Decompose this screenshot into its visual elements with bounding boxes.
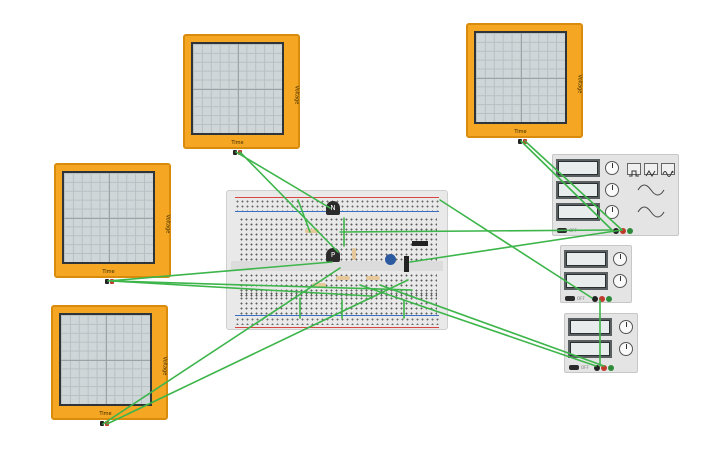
center-channel [231,261,443,271]
positive-terminal[interactable] [599,296,605,302]
oscilloscope-top-right[interactable]: Time Voltage [466,23,583,138]
resistor[interactable] [352,248,356,260]
current-knob[interactable] [613,274,627,288]
oscilloscope-screen [62,171,155,264]
rail-line-red [235,327,439,328]
time-axis-label: Time [514,129,527,135]
resistor[interactable] [336,276,350,280]
power-button[interactable] [565,296,575,301]
dc-power-supply[interactable]: OFF [560,245,632,303]
npn-transistor[interactable]: N [326,201,340,215]
positive-terminal[interactable] [601,365,607,371]
rail-line-red [235,197,439,198]
oscilloscope-screen [59,313,152,406]
voltage-display [564,250,608,268]
oscilloscope-bottom-left[interactable]: Time Voltage [51,305,168,420]
jumper-wire[interactable] [102,140,623,425]
diode[interactable] [412,241,428,246]
dc-power-supply[interactable]: OFF [564,313,638,373]
time-axis-label: Time [99,411,112,417]
off-label: OFF [577,296,585,301]
voltage-knob[interactable] [613,252,627,266]
output-terminal[interactable] [627,228,633,234]
ground-terminal[interactable] [606,296,612,302]
oscilloscope-mid-left[interactable]: Time Voltage [54,163,171,278]
frequency-display [556,159,600,177]
resistor[interactable] [366,276,380,280]
voltage-display [568,318,612,336]
oscilloscope-top-left[interactable]: Time Voltage [183,34,300,149]
probe-black-terminal[interactable] [233,150,237,155]
resistor[interactable] [305,229,319,233]
time-axis-label: Time [102,269,115,275]
current-display [564,272,608,290]
ceramic-capacitor[interactable] [385,254,396,265]
current-knob[interactable] [619,342,633,356]
frequency-knob[interactable] [605,161,619,175]
positive-terminal[interactable] [620,228,626,234]
amplitude-knob[interactable] [605,183,619,197]
probe-black-terminal[interactable] [100,421,104,426]
rail-line-blue [235,315,439,316]
resistor[interactable] [312,283,326,287]
sine-wave-icon[interactable] [661,163,675,177]
off-label: OFF [581,365,589,370]
probe-black-terminal[interactable] [518,139,522,144]
oscilloscope-screen [474,31,567,124]
voltage-knob[interactable] [619,320,633,334]
oscilloscope-screen [191,42,284,135]
waveform-preview-icon [637,206,665,218]
triangle-wave-icon[interactable] [644,163,658,177]
power-rail-bottom[interactable] [235,317,439,325]
square-wave-icon[interactable] [627,163,641,177]
negative-terminal[interactable] [594,365,600,371]
offset-knob[interactable] [605,205,619,219]
negative-terminal[interactable] [592,296,598,302]
power-button[interactable] [569,365,579,370]
ground-terminal[interactable] [608,365,614,371]
probe-black-terminal[interactable] [105,279,109,284]
diode[interactable] [404,256,409,272]
waveform-preview-icon [637,184,665,196]
time-axis-label: Time [231,140,244,146]
